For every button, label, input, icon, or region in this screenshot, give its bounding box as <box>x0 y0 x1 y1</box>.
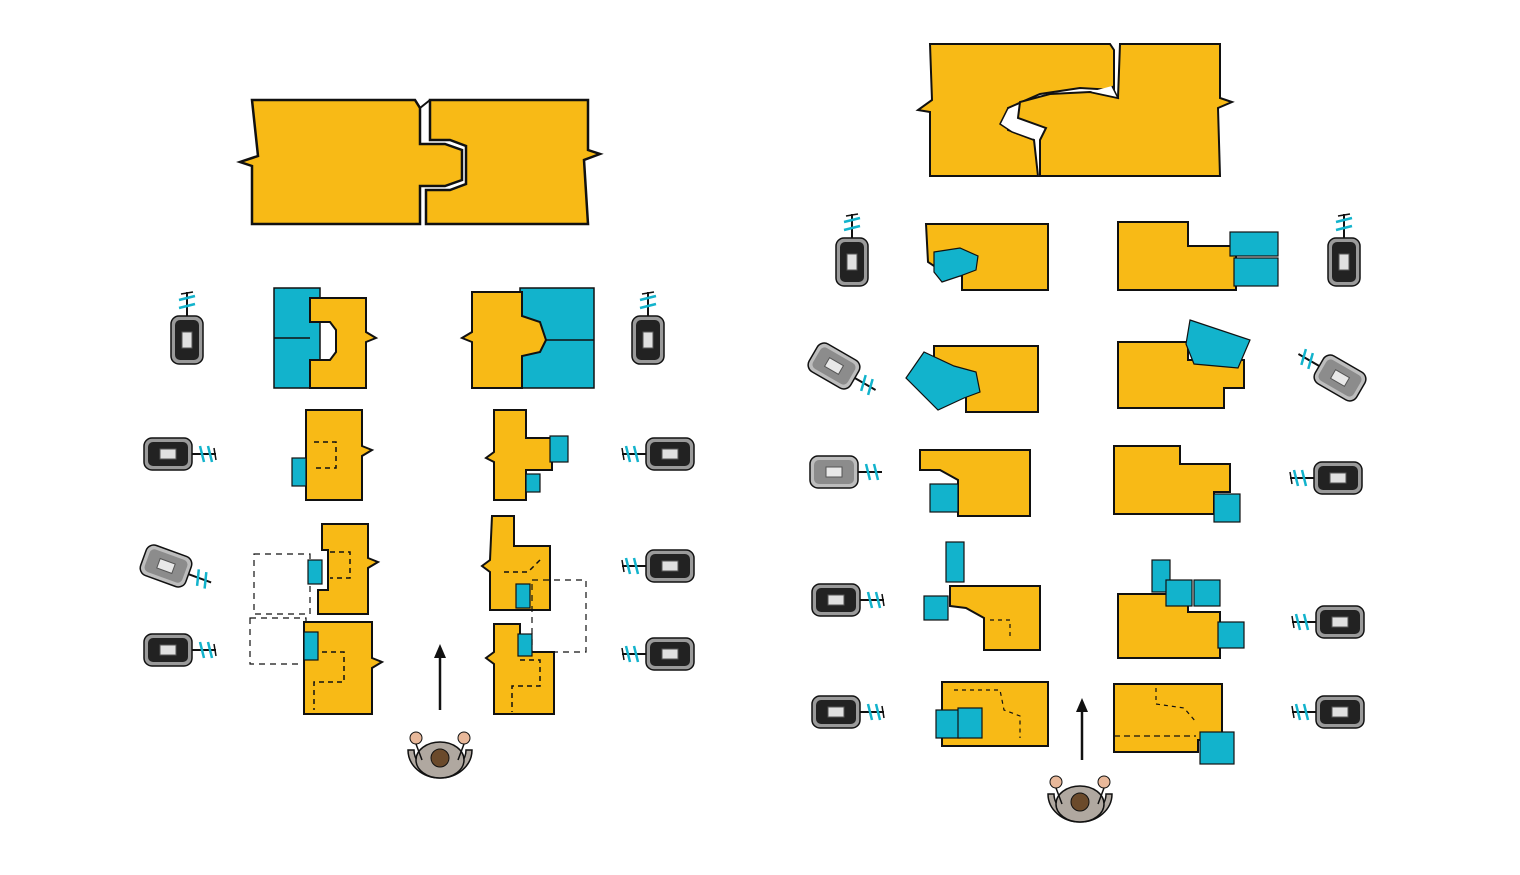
r-left-station-3 <box>808 449 1031 517</box>
r-left-station-2 <box>803 338 1039 413</box>
feed-direction-arrow-icon <box>434 644 446 710</box>
operator-icon <box>407 731 473 779</box>
right-station-1 <box>459 287 666 389</box>
r-right-station-1 <box>1117 212 1362 291</box>
r-right-station-5 <box>1113 683 1366 765</box>
feed-direction-arrow-icon <box>1076 698 1088 760</box>
r-left-station-5 <box>810 681 1049 747</box>
r-left-station-1 <box>834 212 1049 291</box>
right-station-3 <box>480 515 696 653</box>
right-station-4 <box>484 623 696 715</box>
r-left-station-4 <box>810 541 1041 651</box>
r-right-station-3 <box>1113 445 1364 523</box>
r-right-station-4 <box>1117 559 1366 659</box>
left-finished-joint <box>236 98 604 226</box>
r-right-station-2 <box>1117 319 1371 409</box>
operator-icon <box>1047 775 1113 823</box>
left-station-2 <box>142 409 375 501</box>
left-station-3 <box>136 523 381 615</box>
left-station-4 <box>142 617 385 715</box>
left-station-1 <box>169 287 379 389</box>
right-station-2 <box>484 409 696 501</box>
right-finished-joint <box>915 43 1235 177</box>
